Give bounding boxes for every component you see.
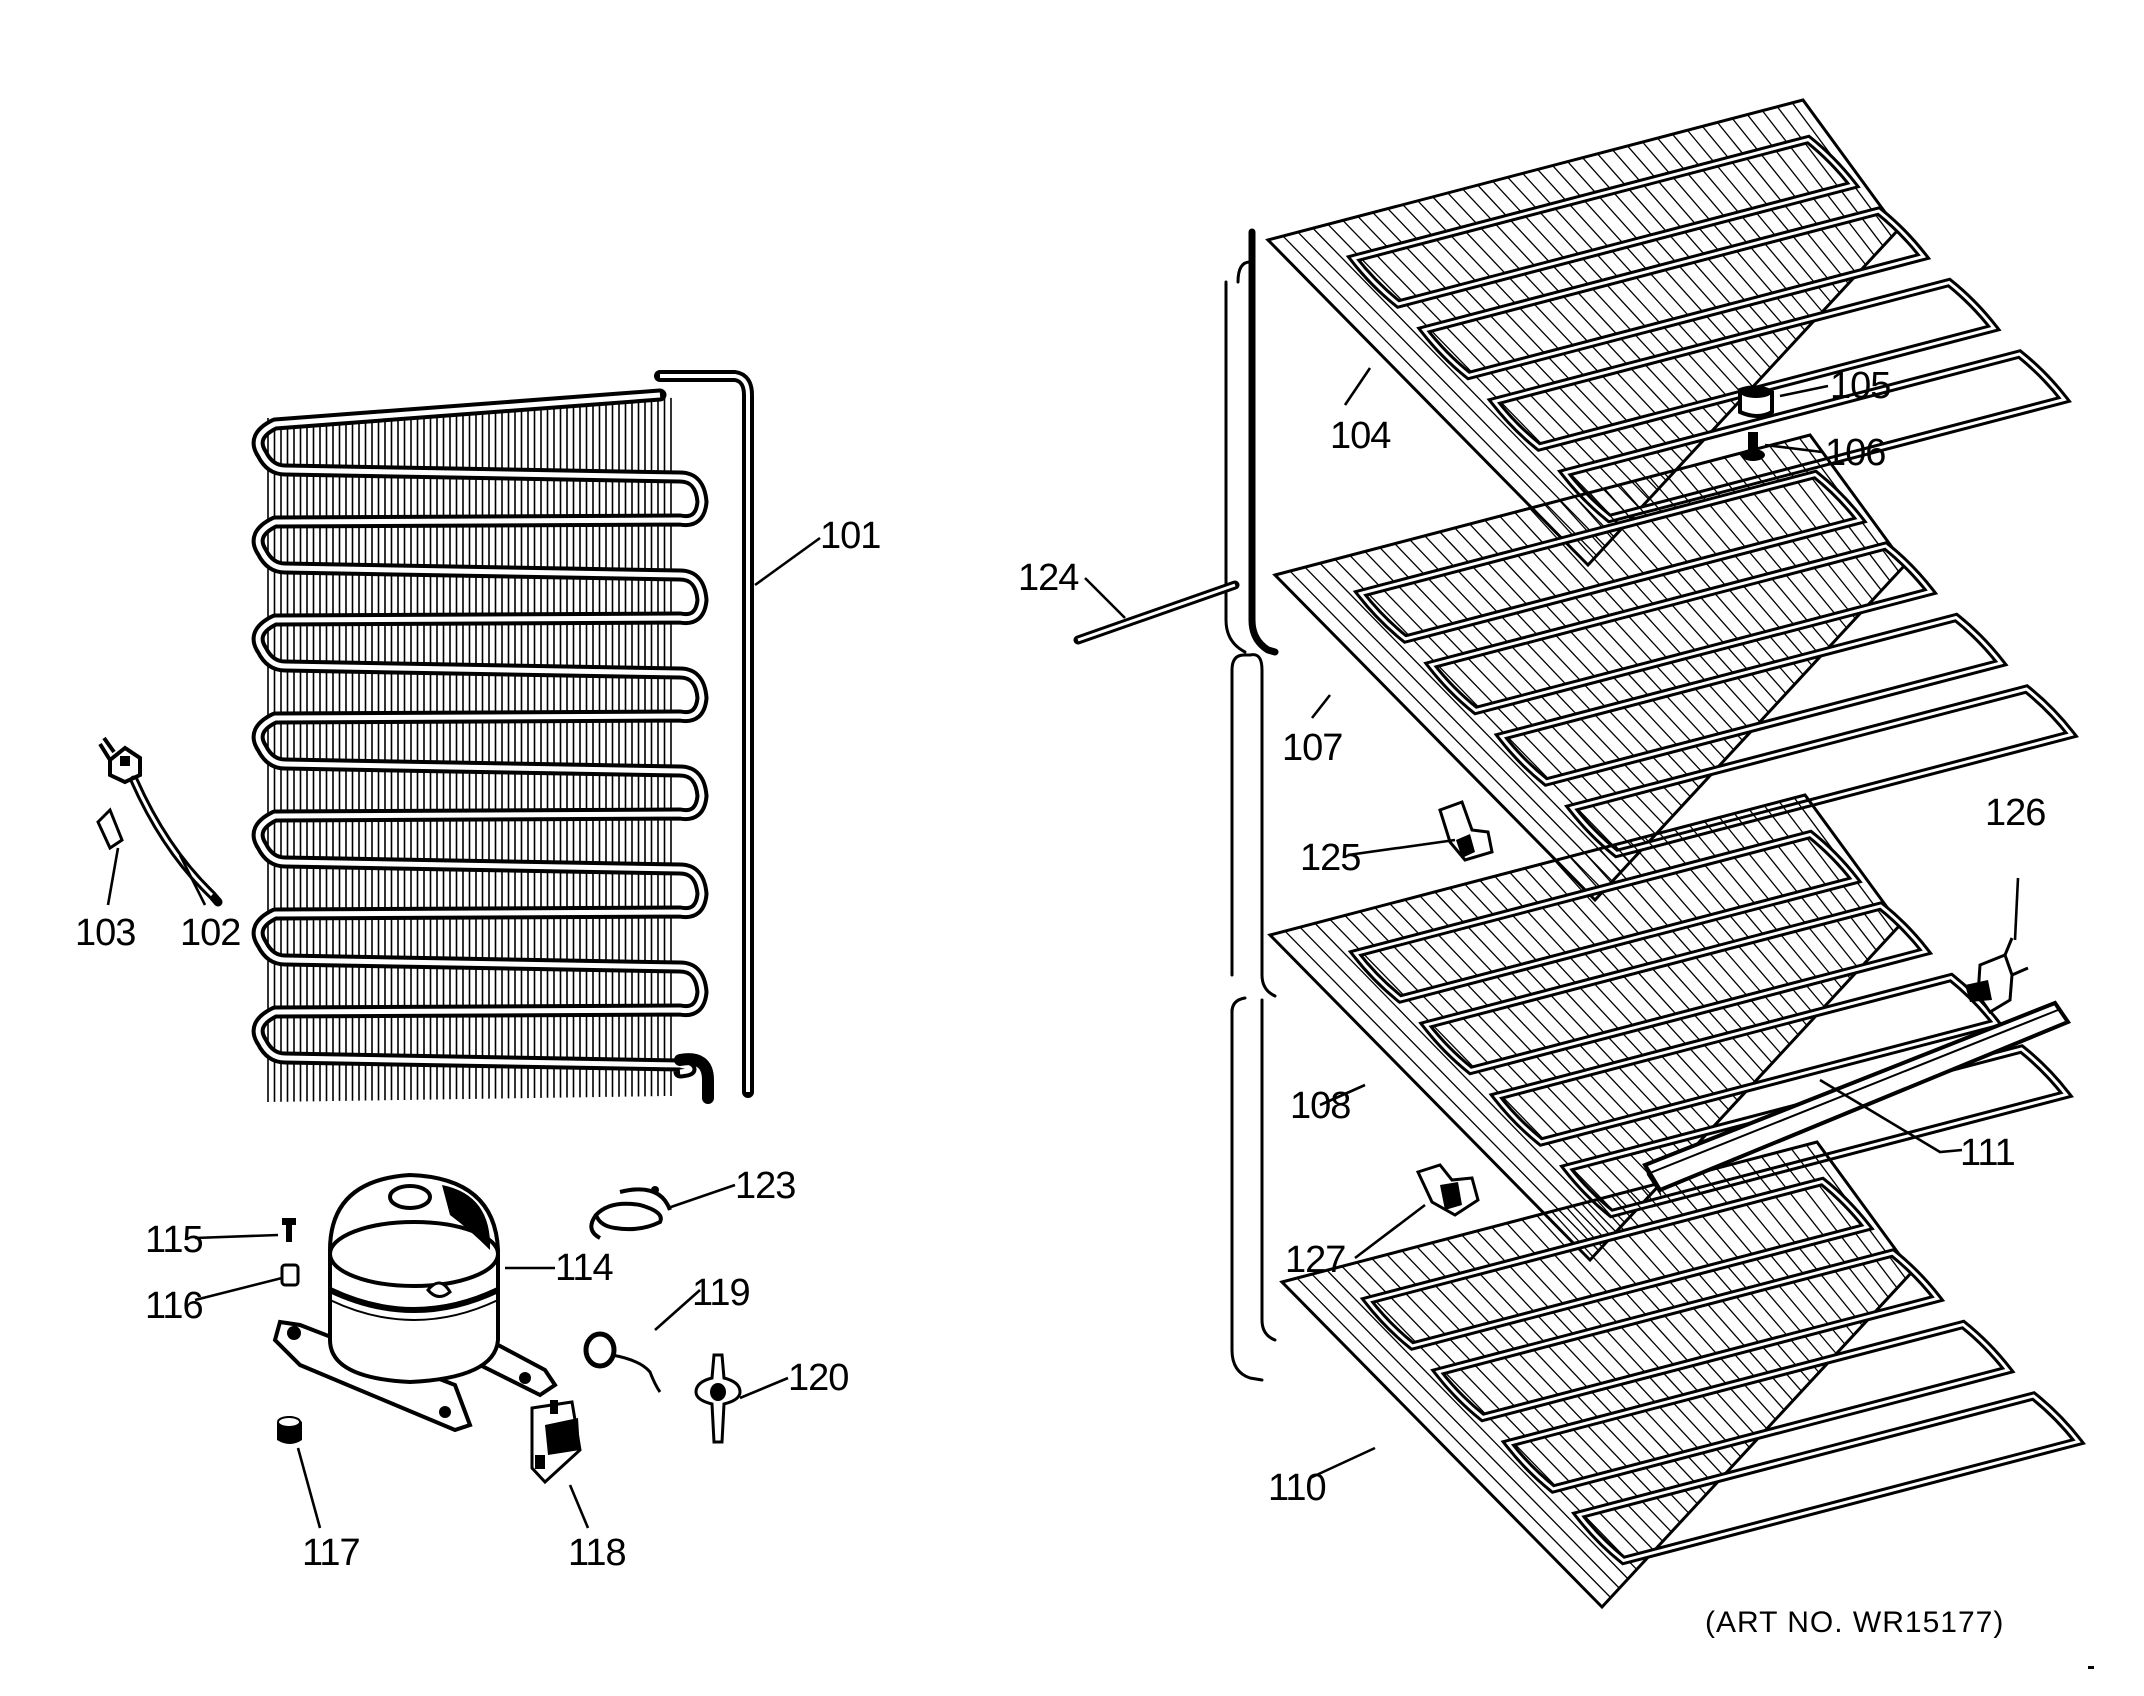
overload-119 — [583, 1331, 662, 1393]
drain-tube-124 — [1073, 580, 1240, 645]
label-123[interactable]: 123 — [735, 1165, 796, 1207]
art-number: (ART NO. WR15177) — [1705, 1606, 2004, 1639]
corner-mark — [2088, 1666, 2094, 1669]
label-103[interactable]: 103 — [75, 912, 136, 954]
bolt-115 — [282, 1218, 296, 1242]
clip-120 — [694, 1353, 742, 1444]
shelf-104 — [1265, 98, 2072, 568]
label-107[interactable]: 107 — [1282, 727, 1343, 769]
grommet-117 — [277, 1416, 302, 1444]
label-115[interactable]: 115 — [145, 1219, 204, 1261]
clip-123 — [589, 1186, 672, 1240]
leader-lines — [106, 367, 2020, 1529]
clip-125 — [1438, 800, 1494, 862]
label-118[interactable]: 118 — [568, 1532, 627, 1574]
label-126[interactable]: 126 — [1985, 792, 2046, 834]
clip-126 — [1965, 937, 2029, 1015]
compressor — [272, 1172, 558, 1433]
label-106[interactable]: 106 — [1825, 432, 1886, 474]
power-cord-102 — [98, 736, 223, 907]
label-111[interactable]: 111 — [1960, 1132, 2016, 1174]
clip-127 — [1415, 1163, 1480, 1217]
label-127[interactable]: 127 — [1285, 1239, 1346, 1281]
label-117[interactable]: 117 — [302, 1532, 361, 1574]
label-124[interactable]: 124 — [1018, 557, 1080, 599]
condenser-coil — [251, 370, 754, 1104]
shelf-108 — [1267, 793, 2074, 1263]
part-labels: 101 102 103 104 105 106 107 108 110 111 … — [75, 365, 2094, 1669]
grommet-116 — [280, 1263, 300, 1287]
label-110[interactable]: 110 — [1268, 1467, 1327, 1509]
label-105[interactable]: 105 — [1830, 365, 1891, 407]
plug-105 — [1738, 385, 1774, 418]
screw-106 — [1741, 432, 1765, 461]
label-101[interactable]: 101 — [820, 515, 881, 557]
relay-118 — [530, 1400, 582, 1485]
label-119[interactable]: 119 — [692, 1272, 751, 1314]
evaporator-frame — [1224, 228, 1279, 1382]
label-116[interactable]: 116 — [145, 1285, 204, 1327]
shelf-107 — [1272, 433, 2079, 903]
trim-strip-111 — [1642, 1000, 2072, 1198]
label-114[interactable]: 114 — [555, 1247, 614, 1289]
shelf-110 — [1279, 1140, 2086, 1610]
label-125[interactable]: 125 — [1300, 837, 1361, 879]
label-108[interactable]: 108 — [1290, 1085, 1351, 1127]
label-104[interactable]: 104 — [1330, 415, 1392, 457]
label-120[interactable]: 120 — [788, 1357, 849, 1399]
label-102[interactable]: 102 — [180, 912, 241, 954]
wire-nut-103 — [96, 807, 124, 851]
